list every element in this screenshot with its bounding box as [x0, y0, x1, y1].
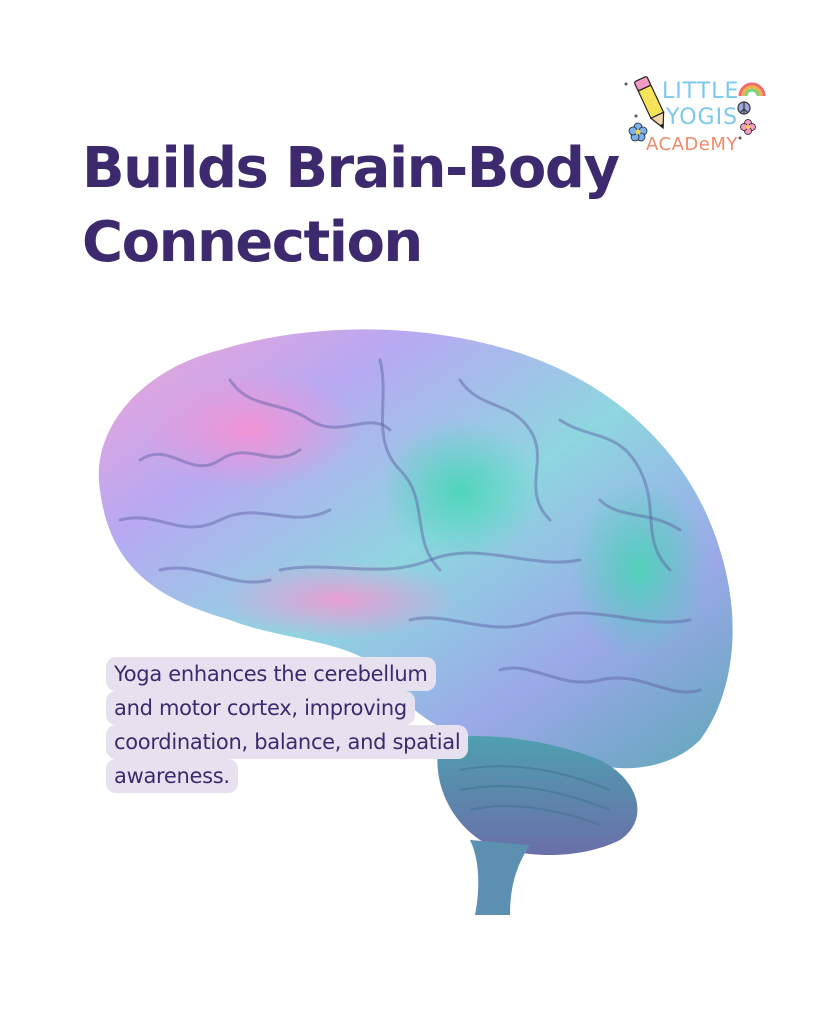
- logo-academy: ACADeMY: [646, 134, 738, 155]
- page-title: Builds Brain-Body Connection: [82, 132, 620, 280]
- callout-line-3: coordination, balance, and spatial: [106, 725, 469, 759]
- title-line-2: Connection: [82, 210, 423, 275]
- logo-yogis: YOGIS: [665, 105, 738, 130]
- title-line-1: Builds Brain-Body: [82, 136, 620, 201]
- peace-sign-icon: [737, 101, 751, 115]
- pink-flower-icon: [740, 119, 756, 135]
- callout-line-1: Yoga enhances the cerebellum: [106, 657, 436, 691]
- brain-illustration: [98, 329, 733, 915]
- info-callout: Yoga enhances the cerebellum and motor c…: [106, 657, 469, 793]
- logo-little: LITTLE: [662, 79, 739, 104]
- little-yogis-academy-logo: LITTLE YOGIS ACADeMY: [624, 76, 766, 155]
- callout-line-4: awareness.: [106, 759, 238, 793]
- pencil-icon: [634, 76, 665, 130]
- rainbow-icon: [738, 82, 766, 97]
- flower-icon: [628, 122, 648, 142]
- brainstem-shape: [470, 840, 530, 915]
- callout-line-2: and motor cortex, improving: [106, 691, 415, 725]
